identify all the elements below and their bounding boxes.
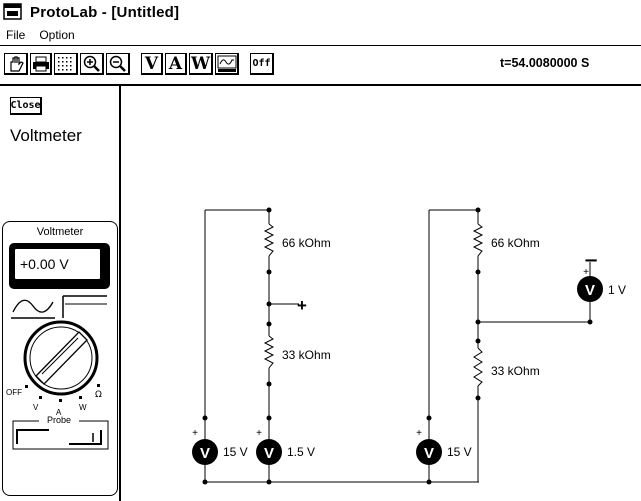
- wattmeter-tool-button[interactable]: W: [189, 53, 213, 75]
- instrument-sidebar: Close Voltmeter Voltmeter +0.00 V: [0, 86, 121, 501]
- source-right-main-label: 15 V: [447, 445, 472, 459]
- panel-title: Voltmeter: [10, 126, 82, 145]
- app-icon: [3, 3, 22, 20]
- probe-selector[interactable]: Probe: [12, 415, 109, 450]
- dial-v-label: V: [33, 403, 39, 412]
- voltage-source-right-meter[interactable]: V: [577, 276, 603, 302]
- source-symbol: V: [200, 445, 210, 462]
- dial-pointer: [35, 331, 88, 385]
- resistor-right-bottom-label: 33 kOhm: [491, 364, 540, 378]
- source-symbol: V: [585, 282, 595, 299]
- resistor-left-bottom[interactable]: [263, 335, 275, 369]
- source-plus: +: [192, 428, 198, 439]
- resistor-left-top-label: 66 kOhm: [282, 236, 331, 250]
- probe-plus-marker[interactable]: +: [297, 296, 307, 315]
- dial-ohm-label: Ω: [95, 390, 102, 400]
- resistor-left-bottom-label: 33 kOhm: [282, 348, 331, 362]
- voltmeter-instrument: Voltmeter +0.00 V: [2, 221, 118, 496]
- source-plus: +: [256, 428, 262, 439]
- sine-wave-icon: [12, 299, 54, 313]
- toolbar: V A W Off t=54.0080000 S: [0, 46, 641, 86]
- meter-minus-marker[interactable]: −: [583, 250, 598, 271]
- voltmeter-tool-button[interactable]: V: [141, 53, 163, 75]
- hand-icon: [9, 55, 24, 72]
- dial-off-label: OFF: [6, 388, 22, 397]
- oscilloscope-tool-button[interactable]: [215, 53, 239, 75]
- zoom-in-button[interactable]: [80, 53, 104, 75]
- voltage-source-right-main[interactable]: V: [416, 439, 442, 465]
- source-symbol: V: [264, 445, 274, 462]
- resistor-right-bottom[interactable]: [473, 347, 483, 387]
- grid-icon: [57, 56, 71, 70]
- title-bar: ProtoLab - [Untitled]: [0, 0, 641, 24]
- close-button[interactable]: Close: [10, 97, 42, 115]
- menu-option[interactable]: Option: [39, 28, 75, 42]
- resistor-left-top[interactable]: [263, 223, 275, 257]
- circuit-canvas[interactable]: 66 kOhm 33 kOhm + 66 kOhm 33 kOhm V +: [121, 86, 641, 501]
- hand-tool-button[interactable]: [4, 53, 28, 75]
- resistor-right-top[interactable]: [472, 223, 484, 257]
- source-right-meter-label: 1 V: [608, 283, 626, 297]
- time-readout: t=54.0080000 S: [500, 56, 590, 70]
- meter-controls: OFF V A W Ω Probe: [6, 295, 109, 450]
- function-dial[interactable]: [23, 320, 99, 396]
- probe-label: Probe: [47, 415, 71, 425]
- printer-icon: [32, 56, 49, 71]
- dc-mode-button[interactable]: [62, 295, 107, 318]
- zoom-out-button[interactable]: [106, 53, 130, 75]
- source-symbol: V: [424, 445, 434, 462]
- source-left-main-label: 15 V: [223, 445, 248, 459]
- ammeter-tool-button[interactable]: A: [165, 53, 187, 75]
- zoom-out-icon: [109, 55, 126, 72]
- print-button[interactable]: [30, 53, 52, 75]
- grid-toggle-button[interactable]: [54, 53, 78, 75]
- dial-a-label: A: [56, 408, 62, 417]
- junction-dots: [202, 207, 593, 485]
- meter-reading: +0.00 V: [14, 248, 101, 280]
- voltage-source-left-mid[interactable]: V: [256, 439, 282, 465]
- zoom-in-icon: [83, 55, 100, 72]
- instrument-label: Voltmeter: [36, 226, 84, 238]
- source-left-mid-label: 1.5 V: [287, 445, 315, 459]
- oscilloscope-icon: [217, 55, 236, 72]
- source-plus: +: [583, 267, 589, 278]
- ac-mode-button[interactable]: [10, 296, 56, 320]
- source-plus: +: [416, 428, 422, 439]
- meter-display: +0.00 V: [9, 243, 110, 289]
- power-off-button[interactable]: Off: [250, 53, 274, 75]
- menu-file[interactable]: File: [6, 28, 26, 42]
- resistor-right-top-label: 66 kOhm: [491, 236, 540, 250]
- menu-bar: File Option: [0, 25, 641, 46]
- dial-w-label: W: [79, 403, 87, 412]
- voltage-source-left-main[interactable]: V: [192, 439, 218, 465]
- window-title: ProtoLab - [Untitled]: [30, 3, 180, 21]
